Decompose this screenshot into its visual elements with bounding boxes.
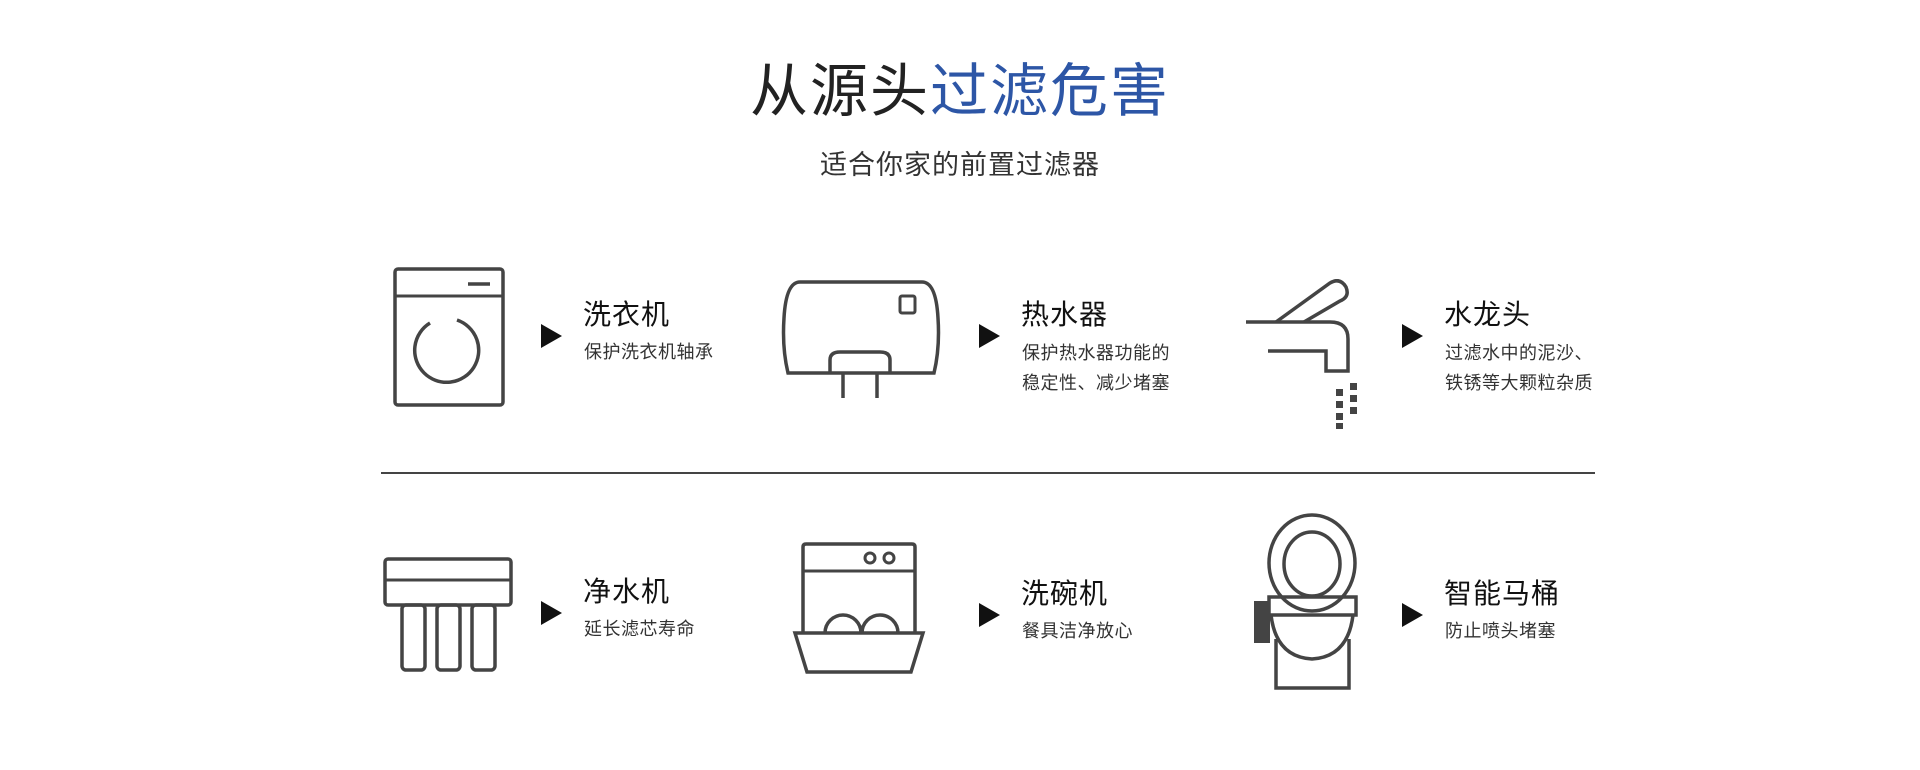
- arrow-icon: [541, 324, 562, 348]
- arrow-icon: [1402, 324, 1423, 348]
- item-desc-water-heater-line1: 保护热水器功能的: [1022, 343, 1170, 364]
- row-divider: [381, 472, 1595, 474]
- item-desc-water-heater-line2: 稳定性、减少堵塞: [1022, 373, 1170, 394]
- arrow-icon: [1402, 603, 1423, 627]
- item-desc-smart-toilet: 防止喷头堵塞: [1445, 621, 1556, 642]
- item-name-dishwasher: 洗碗机: [1021, 577, 1109, 610]
- page-subtitle: 适合你家的前置过滤器: [820, 150, 1100, 181]
- item-name-smart-toilet: 智能马桶: [1444, 577, 1561, 610]
- washing-machine-icon: [392, 266, 508, 410]
- item-desc-water-purifier: 延长滤芯寿命: [584, 619, 695, 640]
- title-accent: 过滤危害: [930, 57, 1171, 125]
- title-main: 从源头: [749, 57, 930, 125]
- item-name-faucet: 水龙头: [1444, 298, 1532, 331]
- smart-toilet-icon: [1252, 511, 1364, 691]
- item-desc-faucet-line1: 过滤水中的泥沙、: [1445, 343, 1593, 364]
- item-desc-dishwasher: 餐具洁净放心: [1022, 621, 1133, 642]
- dishwasher-icon: [792, 541, 928, 677]
- arrow-icon: [979, 324, 1000, 348]
- arrow-icon: [979, 603, 1000, 627]
- water-heater-icon: [778, 278, 944, 402]
- item-desc-faucet-line2: 铁锈等大颗粒杂质: [1445, 373, 1593, 394]
- arrow-icon: [541, 601, 562, 625]
- faucet-icon: [1244, 279, 1370, 429]
- item-desc-washing-machine: 保护洗衣机轴承: [584, 342, 714, 363]
- water-purifier-icon: [382, 556, 514, 676]
- item-name-water-heater: 热水器: [1021, 298, 1109, 331]
- item-name-washing-machine: 洗衣机: [583, 298, 671, 331]
- item-name-water-purifier: 净水机: [583, 575, 671, 608]
- page-title: 从源头过滤危害: [0, 56, 1920, 126]
